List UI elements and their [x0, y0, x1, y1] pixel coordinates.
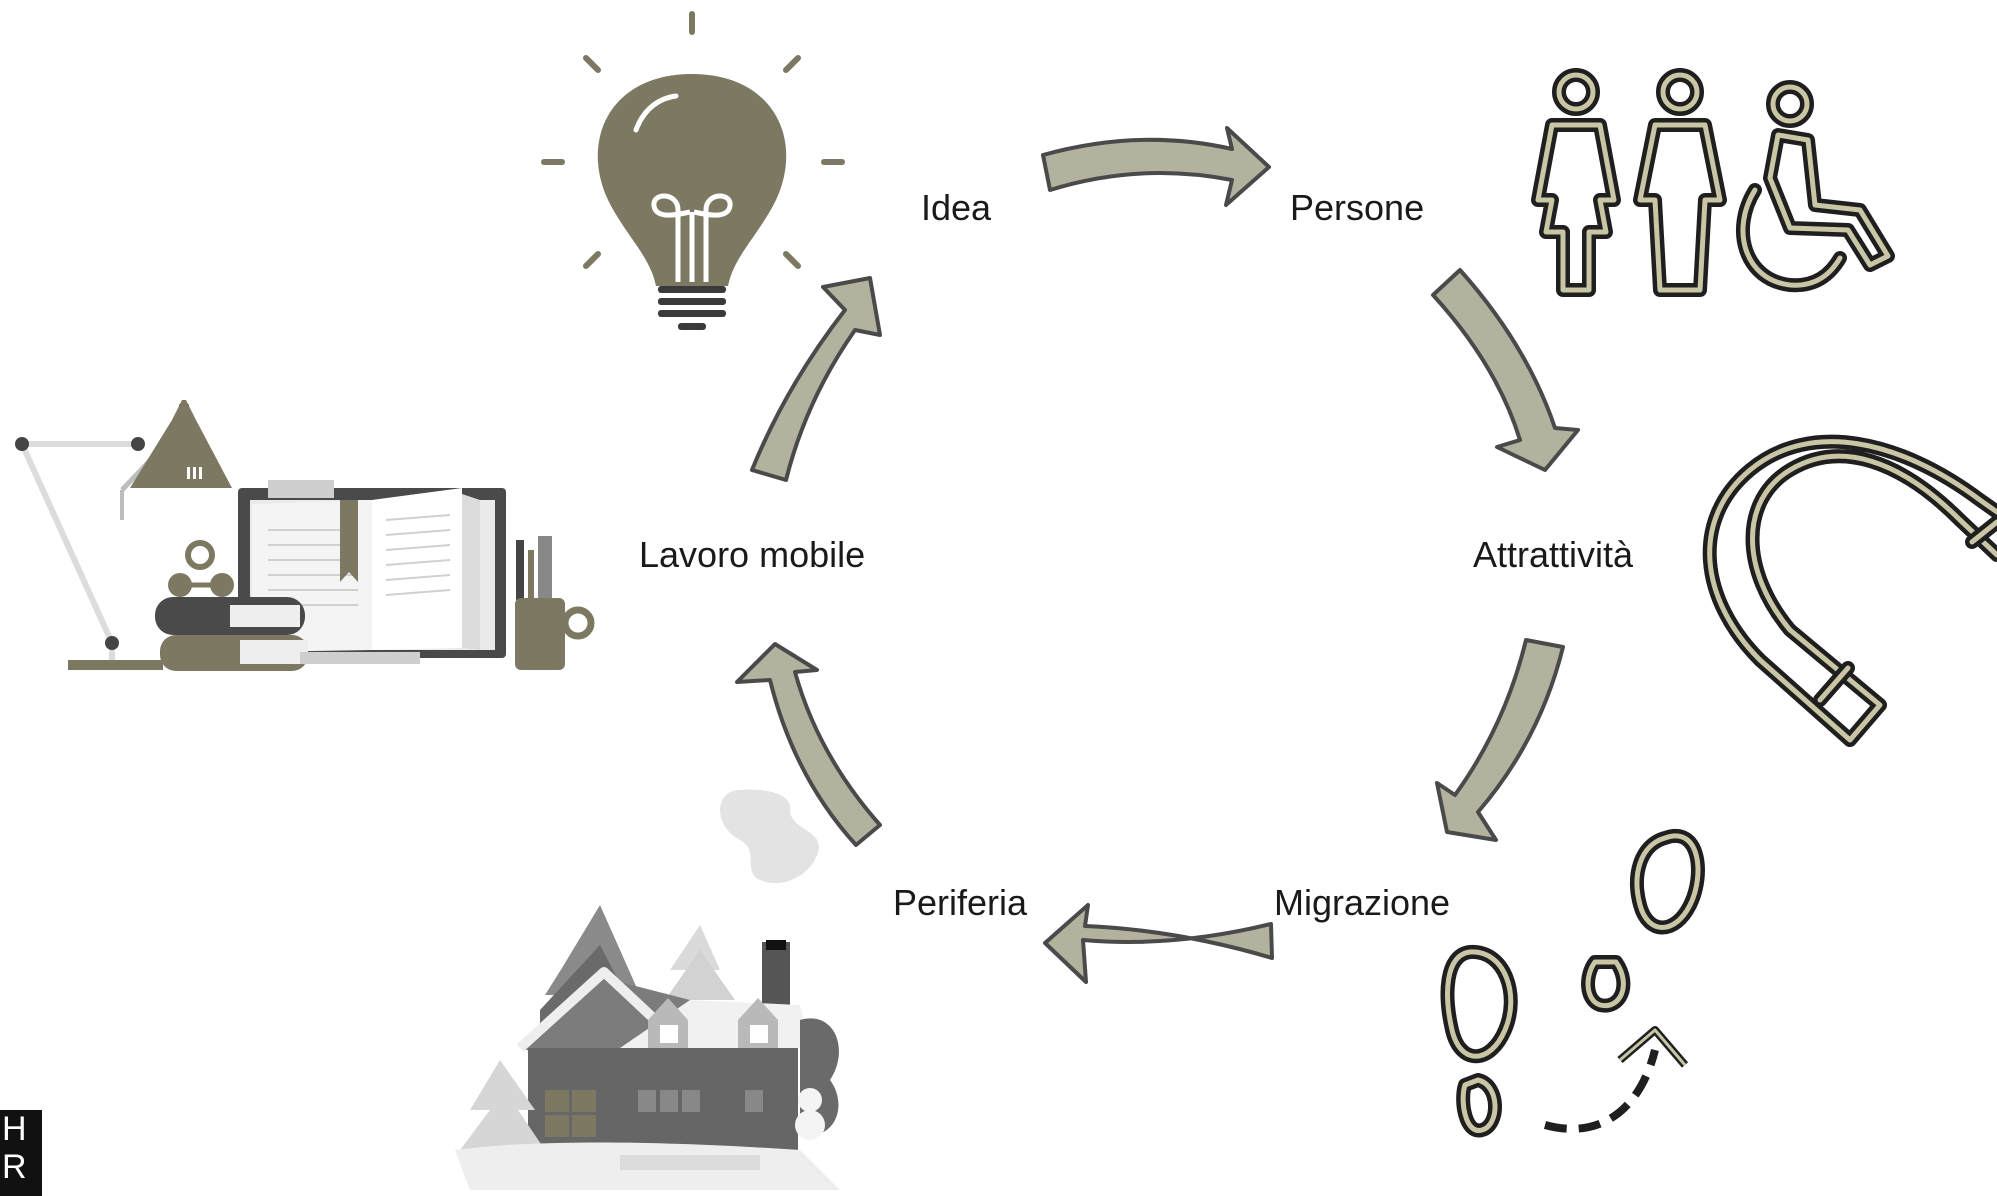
lightbulb-icon	[541, 11, 845, 330]
people-icon	[1531, 68, 1895, 297]
corner-badge-logo: H R	[0, 1110, 42, 1196]
label-persone: Persone	[1290, 187, 1424, 228]
arrow-periferia-to-lavoro	[735, 642, 882, 847]
label-migrazione: Migrazione	[1274, 882, 1450, 923]
badge-letter-top: H	[2, 1110, 27, 1148]
arrow-lavoro-to-idea	[750, 276, 882, 482]
arrow-migrazione-to-periferia	[1043, 903, 1274, 984]
label-periferia: Periferia	[893, 882, 1028, 923]
footprints-icon	[1440, 829, 1705, 1138]
desk-workspace-icon	[15, 400, 595, 671]
label-lavoro-mobile: Lavoro mobile	[639, 534, 865, 575]
arrow-persone-to-attrattivita	[1431, 268, 1580, 472]
arrow-attrattivita-to-migrazione	[1435, 638, 1565, 842]
label-idea: Idea	[921, 187, 992, 228]
magnet-icon	[1702, 434, 1997, 747]
arrow-idea-to-persone	[1041, 126, 1271, 207]
badge-letter-bottom: R	[2, 1148, 27, 1186]
label-attrattivita: Attrattività	[1473, 534, 1634, 575]
snowy-house-icon	[455, 789, 840, 1190]
